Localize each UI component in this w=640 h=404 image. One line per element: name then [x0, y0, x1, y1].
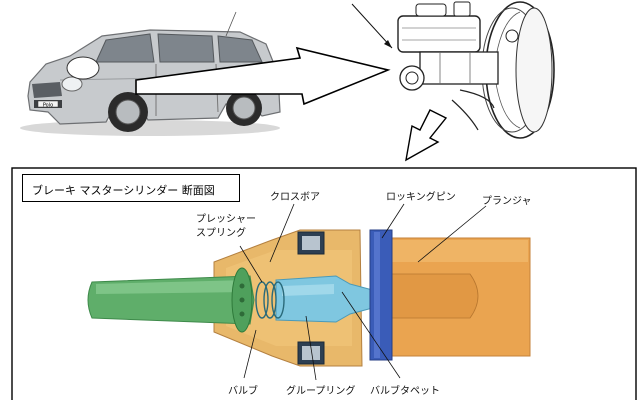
- label-plunger: プランジャ: [482, 196, 532, 207]
- label-glue-ring: グループリング: [286, 386, 356, 397]
- leader-lines: [239, 203, 487, 381]
- arrow-booster-to-section: [405, 109, 448, 162]
- brake-booster-illustration: [351, 1, 555, 139]
- section-title-box: ブレーキ マスターシリンダー 断面図: [22, 174, 240, 202]
- label-valve-tappet: バルブタペット: [370, 386, 440, 397]
- car-badge: Polo: [43, 103, 53, 109]
- section-title: ブレーキ マスターシリンダー 断面図: [32, 184, 215, 197]
- label-valve: バルブ: [228, 386, 258, 397]
- label-pressure-spring-line1: プレッシャー: [196, 214, 256, 225]
- label-locking-pin: ロッキングピン: [386, 192, 456, 203]
- master-cylinder-cross-section: [87, 229, 531, 367]
- label-cross-bore: クロスボア: [270, 192, 320, 203]
- label-pressure-spring-line2: スプリング: [196, 228, 246, 239]
- arrow-car-to-booster: [135, 46, 391, 106]
